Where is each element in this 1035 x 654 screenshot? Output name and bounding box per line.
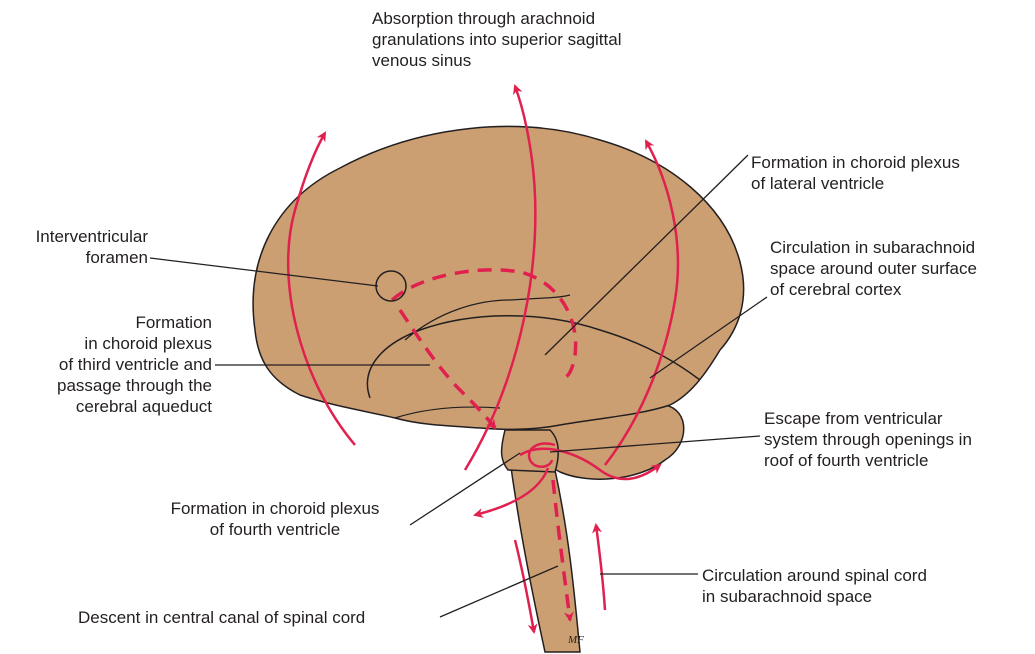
label-escape-fourth: Escape from ventricular system through o… xyxy=(764,408,972,471)
label-spinal-subarachnoid: Circulation around spinal cord in subara… xyxy=(702,565,927,607)
label-subarachnoid-cortex: Circulation in subarachnoid space around… xyxy=(770,237,977,300)
artist-mark: MF xyxy=(567,634,584,646)
label-interventricular-foramen: Interventricular foramen xyxy=(0,226,148,268)
spinal-ascending-right xyxy=(596,525,605,610)
label-fourth-ventricle: Formation in choroid plexus of fourth ve… xyxy=(140,498,410,540)
label-lateral-ventricle: Formation in choroid plexus of lateral v… xyxy=(751,152,960,194)
label-absorption: Absorption through arachnoid granulation… xyxy=(372,8,621,71)
cerebrum xyxy=(253,127,744,430)
label-third-ventricle: Formation in choroid plexus of third ven… xyxy=(0,312,212,417)
label-central-canal: Descent in central canal of spinal cord xyxy=(78,607,365,628)
leader-fourth-ventricle xyxy=(410,453,520,525)
